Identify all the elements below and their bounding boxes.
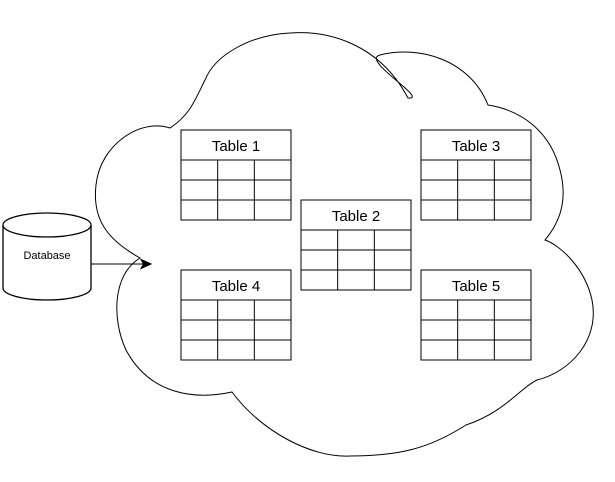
table-frame bbox=[300, 199, 412, 291]
table-title: Table 2 bbox=[332, 208, 380, 225]
table-2[interactable]: Table 2 bbox=[300, 199, 412, 291]
connector-arrow bbox=[91, 258, 153, 270]
table-frame bbox=[420, 129, 532, 221]
database-top bbox=[2, 212, 92, 238]
table-title: Table 1 bbox=[212, 138, 260, 155]
table-3[interactable]: Table 3 bbox=[420, 129, 532, 221]
table-5[interactable]: Table 5 bbox=[420, 269, 532, 361]
database-body bbox=[2, 225, 92, 301]
table-4[interactable]: Table 4 bbox=[180, 269, 292, 361]
table-1[interactable]: Table 1 bbox=[180, 129, 292, 221]
table-frame bbox=[420, 269, 532, 361]
table-title: Table 3 bbox=[452, 138, 500, 155]
table-frame bbox=[180, 269, 292, 361]
arrowhead-icon bbox=[139, 258, 153, 270]
table-title: Table 4 bbox=[212, 278, 260, 295]
table-frame bbox=[180, 129, 292, 221]
database-label: Database bbox=[23, 250, 70, 262]
database-node[interactable]: Database bbox=[2, 212, 92, 301]
table-title: Table 5 bbox=[452, 278, 500, 295]
